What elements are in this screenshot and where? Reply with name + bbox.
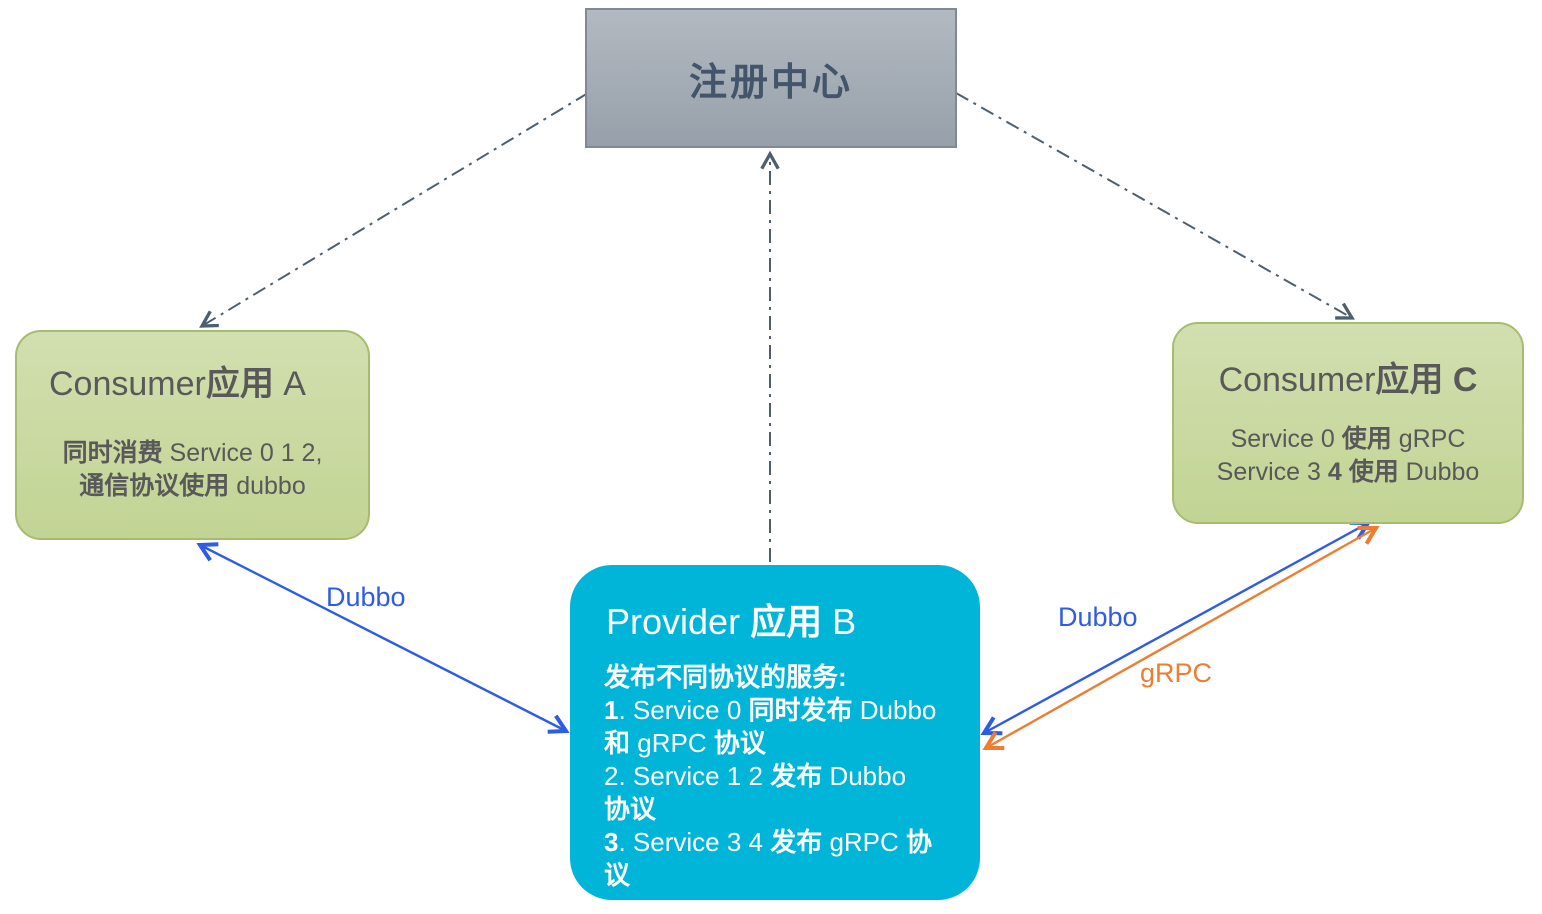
provider-b-body: 发布不同协议的服务: 1. Service 0 同时发布 Dubbo 和 gRP… [604,661,956,892]
provider-b-box: Provider 应用 B 发布不同协议的服务: 1. Service 0 同时… [570,565,980,900]
consumer-c-line: Service 3 4 使用 Dubbo [1216,458,1480,486]
consumer-c-body: Service 0 使用 gRPC Service 3 4 使用 Dubbo [1186,423,1510,489]
provider-b-line: 发布不同协议的服务: [604,662,847,692]
registry-title: 注册中心 [688,61,853,104]
provider-b-line: 3. Service 3 4 发布 gRPC 协 [604,827,933,857]
edge-registry-consumer-c [955,92,1355,320]
registry-box: 注册中心 [585,8,957,148]
consumer-c-title: Consumer应用 C [1218,361,1478,399]
provider-b-line: 议 [604,860,631,890]
edge-label-grpc: gRPC [1140,658,1213,688]
edge-label-dubbo-left: Dubbo [326,582,406,612]
provider-b-line: 2. Service 1 2 发布 Dubbo [604,761,907,791]
provider-b-line: 和 gRPC 协议 [604,728,766,758]
consumer-a-box: Consumer应用 A 同时消费 Service 0 1 2, 通信协议使用 … [15,330,370,540]
edge-dubbo-a-b [200,545,566,731]
consumer-c-box: Consumer应用 C Service 0 使用 gRPC Service 3… [1172,322,1524,524]
consumer-a-body: 同时消费 Service 0 1 2, 通信协议使用 dubbo [33,437,352,503]
provider-b-line: 1. Service 0 同时发布 Dubbo [604,695,937,725]
consumer-a-line: 同时消费 Service 0 1 2, [62,439,323,467]
edge-label-dubbo-right: Dubbo [1058,602,1138,632]
consumer-a-title: Consumer应用 A [49,365,306,403]
edge-dubbo-b-c [984,523,1368,733]
consumer-a-line: 通信协议使用 dubbo [79,472,306,500]
edge-grpc-b-c [986,528,1376,748]
provider-b-line: 协议 [604,794,657,824]
provider-b-title: Provider 应用 B [606,601,857,642]
consumer-c-line: Service 0 使用 gRPC [1230,425,1466,453]
edge-registry-consumer-a [199,92,589,328]
